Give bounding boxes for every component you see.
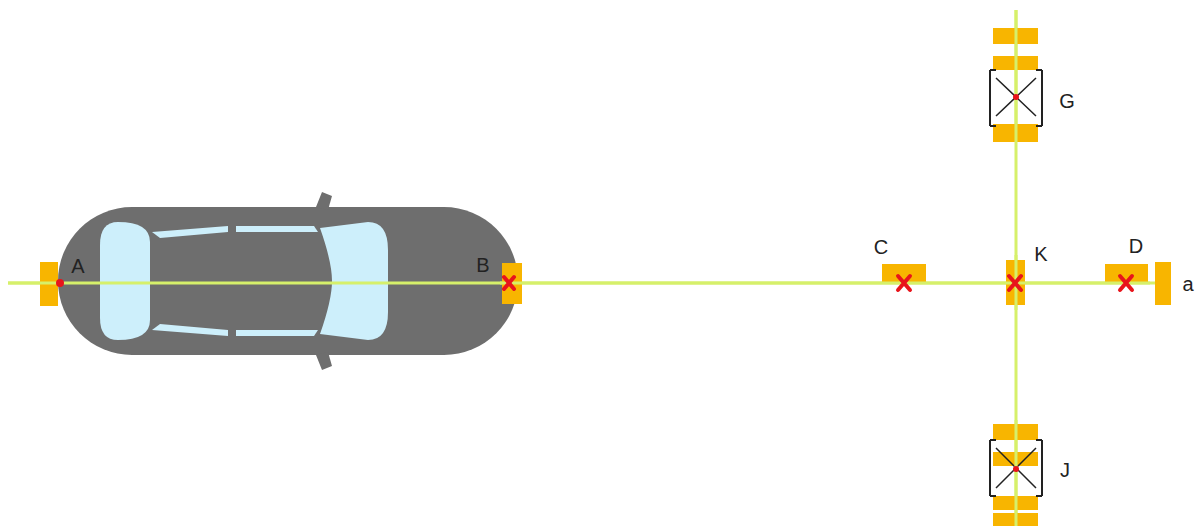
cross-marks [504, 276, 1132, 290]
target-j [990, 420, 1042, 526]
point-label: A [71, 256, 84, 276]
mirror [316, 352, 332, 370]
point-label: a [1182, 274, 1193, 294]
point [56, 279, 64, 287]
side-window [236, 330, 318, 336]
mirror [316, 192, 332, 210]
rear-window [100, 222, 150, 340]
marker [1105, 264, 1148, 282]
point-label: C [874, 237, 888, 257]
marker [882, 264, 926, 282]
side-window [152, 226, 228, 238]
point-label: D [1129, 236, 1143, 256]
windshield [320, 222, 388, 340]
reference-line [1015, 10, 1018, 526]
side-window [236, 226, 318, 232]
reference-line [500, 282, 1150, 285]
marker [1155, 262, 1171, 305]
point-label: G [1059, 91, 1075, 111]
reference-line [8, 282, 1162, 285]
car-body [58, 207, 518, 355]
reference-line [8, 282, 58, 285]
point-label: K [1034, 244, 1047, 264]
point-label: B [476, 255, 489, 275]
target-g [990, 10, 1042, 142]
side-window [152, 324, 228, 336]
point-label: J [1060, 460, 1070, 480]
